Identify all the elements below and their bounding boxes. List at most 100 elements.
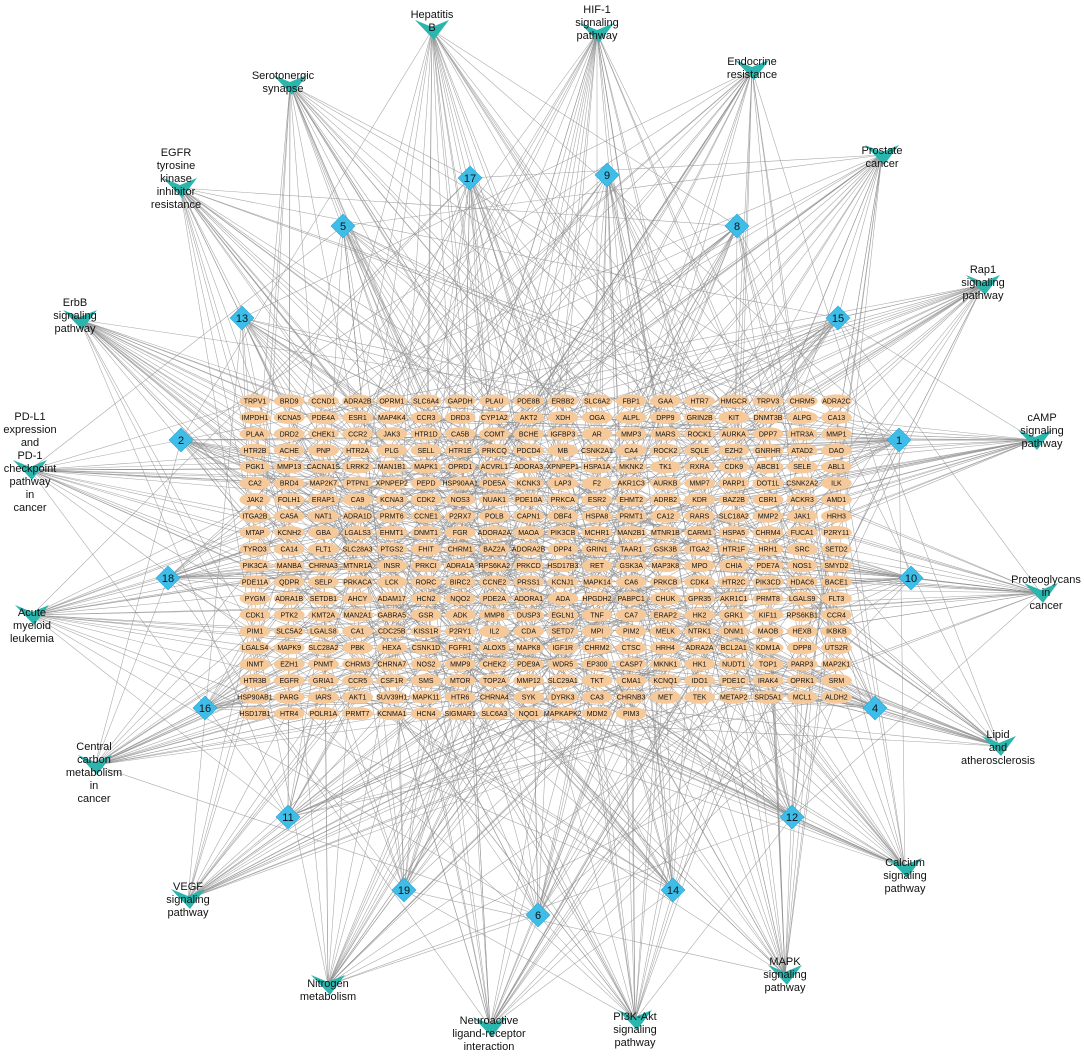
- gene-node[interactable]: PARP1: [718, 476, 750, 490]
- cluster-node-19[interactable]: 19: [391, 877, 417, 903]
- gene-node[interactable]: CTSC: [615, 641, 647, 655]
- gene-node[interactable]: KCNA3: [376, 493, 408, 507]
- gene-node[interactable]: SIGMAR1: [444, 706, 476, 721]
- gene-node[interactable]: MKNK2: [615, 460, 647, 474]
- gene-node[interactable]: CDA: [513, 624, 545, 638]
- gene-node[interactable]: TKT: [581, 674, 613, 688]
- gene-node[interactable]: QDPR: [273, 575, 305, 589]
- gene-node[interactable]: TYRO3: [239, 542, 271, 556]
- gene-node[interactable]: RET: [581, 558, 613, 573]
- gene-node[interactable]: MMP13: [273, 460, 305, 474]
- gene-node[interactable]: IL2: [478, 624, 510, 638]
- gene-node[interactable]: MET: [649, 690, 681, 704]
- gene-node[interactable]: GAPDH: [444, 394, 476, 408]
- gene-node[interactable]: CDK4: [684, 575, 716, 589]
- gene-node[interactable]: CHRM5: [786, 394, 818, 408]
- gene-node[interactable]: DUSP3: [513, 608, 545, 622]
- gene-node[interactable]: ALOX5: [478, 641, 510, 655]
- gene-node[interactable]: MTOR: [444, 674, 476, 688]
- gene-node[interactable]: NUDT1: [718, 657, 750, 671]
- cluster-node-13[interactable]: 13: [229, 305, 255, 331]
- gene-node[interactable]: MAPK1: [410, 460, 442, 474]
- gene-node[interactable]: MAP3K8: [649, 558, 681, 573]
- gene-node[interactable]: PLG: [376, 443, 408, 457]
- gene-node[interactable]: SLC28A3: [342, 542, 374, 556]
- gene-node[interactable]: CAPN1: [513, 509, 545, 523]
- gene-node[interactable]: GSR: [410, 608, 442, 622]
- gene-node[interactable]: BAZ2A: [478, 542, 510, 556]
- gene-node[interactable]: AMD1: [820, 493, 852, 507]
- gene-node[interactable]: MTNR1B: [649, 526, 681, 540]
- gene-node[interactable]: MTNR1A: [342, 558, 374, 573]
- gene-node[interactable]: KCNH2: [273, 526, 305, 540]
- gene-node[interactable]: HSP90AB1: [237, 690, 273, 704]
- gene-node[interactable]: CSF1R: [376, 674, 408, 688]
- gene-node[interactable]: PRKCA: [547, 493, 579, 507]
- gene-node[interactable]: FGR: [444, 526, 476, 540]
- gene-node[interactable]: FUCA1: [786, 526, 818, 540]
- gene-node[interactable]: HTR7: [684, 394, 716, 408]
- gene-node[interactable]: EZH2: [718, 443, 750, 457]
- gene-node[interactable]: BACE1: [820, 575, 852, 589]
- gene-node[interactable]: CHUK: [649, 591, 681, 606]
- gene-node[interactable]: CA3: [581, 690, 613, 704]
- gene-node[interactable]: CA12: [649, 509, 681, 523]
- gene-node[interactable]: MAPK8: [513, 641, 545, 655]
- gene-node[interactable]: PDE7A: [752, 558, 784, 573]
- gene-node[interactable]: LAP3: [547, 476, 579, 490]
- gene-node[interactable]: FGFR1: [444, 641, 476, 655]
- gene-node[interactable]: CCR2: [342, 427, 374, 441]
- gene-node[interactable]: MAP2K7: [307, 476, 339, 490]
- gene-node[interactable]: DAO: [820, 443, 852, 457]
- gene-node[interactable]: PDE9A: [513, 657, 545, 671]
- gene-node[interactable]: CCNE2: [478, 575, 510, 589]
- gene-node[interactable]: RARS: [684, 509, 716, 523]
- gene-node[interactable]: HCN4: [410, 706, 442, 721]
- gene-node[interactable]: ACVRL1: [478, 460, 510, 474]
- gene-node[interactable]: F2: [581, 476, 613, 490]
- gene-node[interactable]: GPR35: [684, 591, 716, 606]
- gene-node[interactable]: NOS1: [786, 558, 818, 573]
- gene-node[interactable]: SLC28A2: [307, 641, 339, 655]
- gene-node[interactable]: AR: [581, 427, 613, 441]
- gene-node[interactable]: IGF1R: [547, 641, 579, 655]
- cluster-node-12[interactable]: 12: [779, 804, 805, 830]
- gene-node[interactable]: GSK3B: [649, 542, 681, 556]
- gene-node[interactable]: EHMT2: [615, 493, 647, 507]
- gene-node[interactable]: DOT1L: [752, 476, 784, 490]
- gene-node[interactable]: NTRK1: [684, 624, 716, 638]
- gene-node[interactable]: KCNQ1: [649, 674, 681, 688]
- gene-node[interactable]: MAOA: [513, 526, 545, 540]
- gene-node[interactable]: CHRNA3: [307, 558, 339, 573]
- gene-node[interactable]: ITGA2: [684, 542, 716, 556]
- gene-node[interactable]: MELK: [649, 624, 681, 638]
- gene-node[interactable]: TOP2A: [478, 674, 510, 688]
- gene-node[interactable]: SETDB1: [307, 591, 339, 606]
- gene-node[interactable]: PLAA: [239, 427, 271, 441]
- gene-node[interactable]: HRH4: [649, 641, 681, 655]
- gene-node[interactable]: TAAR1: [615, 542, 647, 556]
- gene-node[interactable]: KCNA5: [273, 410, 305, 425]
- gene-node[interactable]: ADORA3: [513, 460, 545, 474]
- gene-node[interactable]: PARG: [273, 690, 305, 704]
- gene-node[interactable]: LGALS3: [342, 526, 374, 540]
- gene-node[interactable]: SMS: [410, 674, 442, 688]
- gene-node[interactable]: TOP1: [752, 657, 784, 671]
- gene-node[interactable]: MARS: [649, 427, 681, 441]
- gene-node[interactable]: CHRNA4: [478, 690, 510, 704]
- gene-node[interactable]: PDE1C: [718, 674, 750, 688]
- gene-node[interactable]: GNRHR: [752, 443, 784, 457]
- gene-node[interactable]: MAN2B1: [615, 526, 647, 540]
- gene-node[interactable]: KCNJ1: [547, 575, 579, 589]
- gene-node[interactable]: CHEK2: [478, 657, 510, 671]
- gene-node[interactable]: IMPDH1: [239, 410, 271, 425]
- gene-node[interactable]: CMA1: [615, 674, 647, 688]
- gene-node[interactable]: KDR: [684, 493, 716, 507]
- gene-node[interactable]: ERAP2: [649, 608, 681, 622]
- gene-node[interactable]: GABRA5: [376, 608, 408, 622]
- gene-node[interactable]: GRK1: [718, 608, 750, 622]
